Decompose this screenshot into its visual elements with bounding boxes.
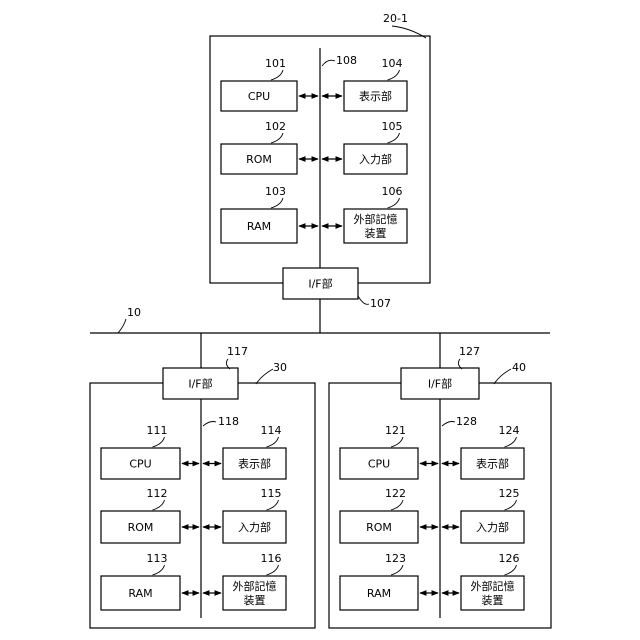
component-label: 表示部 (476, 457, 509, 471)
component-label: 表示部 (359, 89, 392, 103)
network-ref-leader (118, 319, 126, 333)
component-ref: 126 (499, 552, 520, 565)
component-label: CPU (248, 90, 270, 103)
interface-label: I/F部 (188, 377, 212, 391)
component-103: RAM 103 (221, 185, 318, 243)
bus-ref: 108 (336, 54, 357, 67)
component-ref-leader (271, 133, 283, 143)
component-ref: 111 (147, 424, 168, 437)
component-label: 入力部 (359, 152, 392, 166)
component-123: RAM 123 (340, 552, 438, 610)
component-ref-leader (153, 437, 165, 447)
component-111: CPU 111 (101, 424, 199, 479)
unit-id: 20-1 (383, 12, 408, 25)
component-102: ROM 102 (221, 120, 318, 174)
bus-ref: 118 (218, 415, 239, 428)
component-124: 表示部 124 (442, 424, 524, 479)
bus-ref-leader (322, 60, 335, 66)
bus-ref: 128 (456, 415, 477, 428)
component-122: ROM 122 (340, 487, 438, 543)
bus-ref-leader (442, 422, 455, 427)
component-104: 表示部 104 (322, 57, 407, 111)
component-ref: 113 (147, 552, 168, 565)
component-ref: 102 (265, 120, 286, 133)
component-ref: 101 (265, 57, 286, 70)
interface-ref-leader (358, 296, 369, 304)
component-ref: 114 (261, 424, 282, 437)
component-label: ROM (366, 521, 392, 534)
component-label: RAM (128, 587, 152, 600)
component-ref-leader (388, 133, 400, 143)
component-ref-leader (388, 198, 400, 208)
interface-ref: 107 (370, 297, 391, 310)
unit-id-leader (494, 369, 511, 384)
interface-ref: 117 (227, 345, 248, 358)
component-ref: 104 (382, 57, 403, 70)
component-ref-leader (391, 565, 403, 575)
component-ref: 125 (499, 487, 520, 500)
bus-ref-leader (203, 422, 216, 427)
component-114: 表示部 114 (203, 424, 286, 479)
component-126: 外部記憶装置126 (442, 552, 524, 610)
component-label: ROM (246, 153, 272, 166)
component-label: 入力部 (476, 520, 509, 534)
component-label: ROM (128, 521, 154, 534)
component-ref-leader (153, 500, 165, 510)
component-ref-leader (153, 565, 165, 575)
component-label: RAM (247, 220, 271, 233)
unit-id-leader (256, 369, 273, 384)
component-ref-leader (391, 437, 403, 447)
component-113: RAM 113 (101, 552, 199, 610)
component-ref: 122 (385, 487, 406, 500)
component-ref-leader (388, 70, 400, 80)
component-ref-leader (271, 70, 283, 80)
component-116: 外部記憶装置116 (203, 552, 286, 610)
component-121: CPU 121 (340, 424, 438, 479)
unit-id: 40 (512, 361, 526, 374)
unit-30: 30 118 I/F部 117CPU 111ROM 112RAM 113 表示部 114 入力部 1… (90, 333, 315, 628)
component-ref: 103 (265, 185, 286, 198)
component-ref-leader (267, 565, 279, 575)
component-101: CPU 101 (221, 57, 318, 111)
network-ref: 10 (127, 306, 141, 319)
interface-label: I/F部 (308, 277, 332, 291)
component-label: CPU (368, 458, 390, 471)
component-ref-leader (267, 500, 279, 510)
component-ref: 116 (261, 552, 282, 565)
component-125: 入力部 125 (442, 487, 524, 543)
component-ref-leader (271, 198, 283, 208)
component-label: 入力部 (238, 520, 271, 534)
interface-ref: 127 (459, 345, 480, 358)
component-label: RAM (367, 587, 391, 600)
interface-label: I/F部 (428, 377, 452, 391)
component-ref-leader (505, 565, 517, 575)
component-label: CPU (129, 458, 151, 471)
component-ref: 105 (382, 120, 403, 133)
component-ref: 112 (147, 487, 168, 500)
component-ref-leader (505, 437, 517, 447)
component-115: 入力部 115 (203, 487, 286, 543)
component-ref: 124 (499, 424, 520, 437)
component-ref-leader (505, 500, 517, 510)
component-ref-leader (391, 500, 403, 510)
unit-id: 30 (273, 361, 287, 374)
component-106: 外部記憶装置106 (322, 185, 407, 243)
component-ref: 123 (385, 552, 406, 565)
component-105: 入力部 105 (322, 120, 407, 174)
component-112: ROM 112 (101, 487, 199, 543)
unit-20-1: 20-1 108I/F部 107 CPU 101ROM 102RAM 103 表示部 104 入力… (210, 12, 430, 333)
component-ref: 121 (385, 424, 406, 437)
component-label: 表示部 (238, 457, 271, 471)
component-ref: 106 (382, 185, 403, 198)
component-ref: 115 (261, 487, 282, 500)
component-ref-leader (267, 437, 279, 447)
unit-40: 40 128 I/F部 127CPU 121ROM 122RAM 123 表示部 124 入力部 1… (329, 333, 551, 628)
